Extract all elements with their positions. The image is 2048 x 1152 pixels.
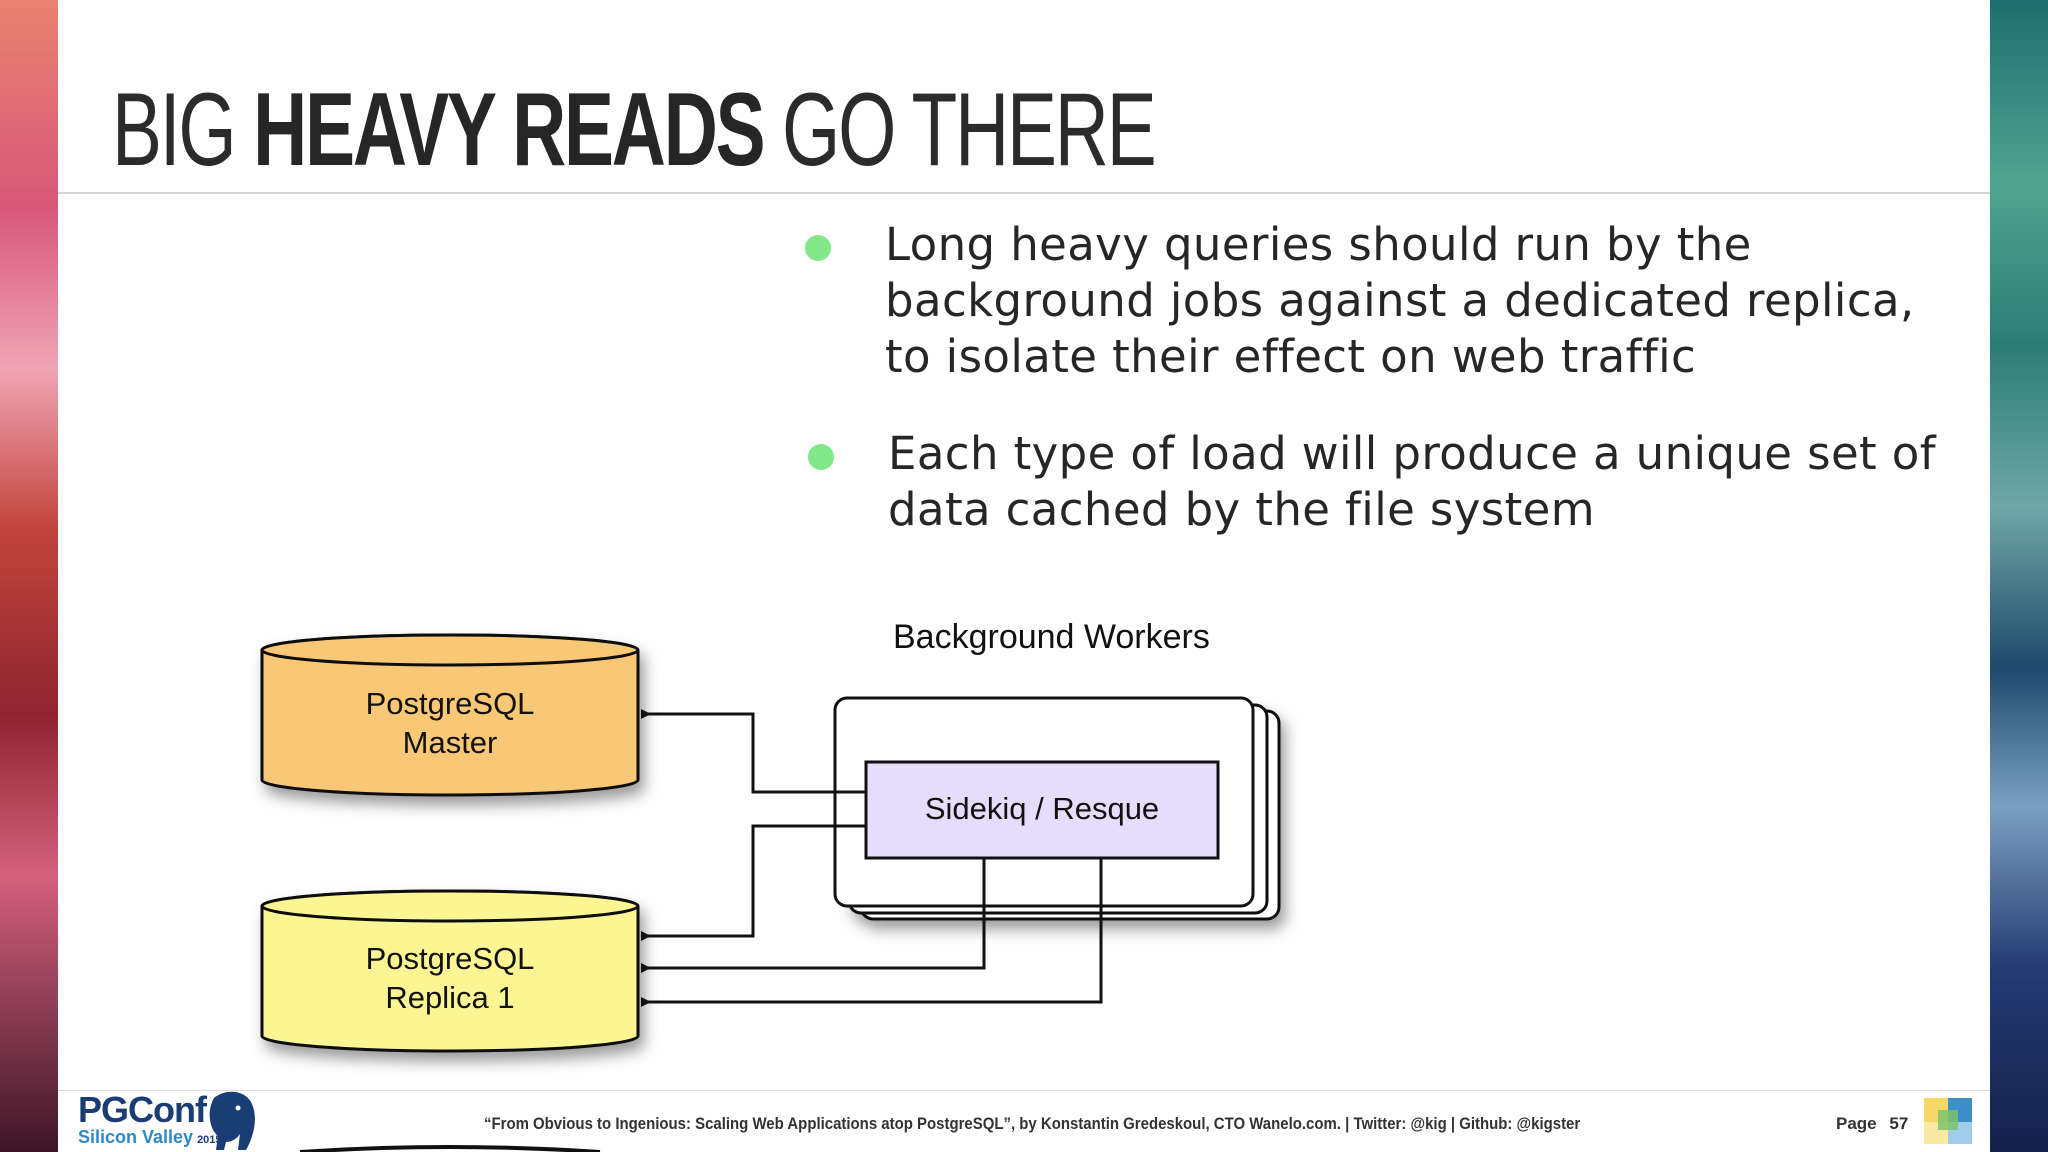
worker-label: Sidekiq / Resque xyxy=(924,791,1160,826)
replica-label-line1: PostgreSQL xyxy=(365,941,535,976)
title-divider xyxy=(58,192,1990,194)
conference-logo-name: PGConf xyxy=(78,1089,207,1130)
bullet-dot-2 xyxy=(808,444,834,470)
title-suffix: GO THERE xyxy=(782,72,1157,188)
title-emphasis: HEAVY READS xyxy=(253,72,765,188)
logo-location: Silicon Valley xyxy=(78,1127,194,1147)
bullet-text-1: Long heavy queries should run by the bac… xyxy=(885,218,1915,383)
group-label: Background Workers xyxy=(893,618,1210,656)
footer-divider xyxy=(58,1090,1990,1091)
master-label-line1: PostgreSQL xyxy=(365,686,535,721)
page-number-value: 57 xyxy=(1889,1114,1909,1133)
logo-year: 2015 xyxy=(197,1134,222,1146)
slide-title: BIG HEAVY READS GO THERE xyxy=(112,78,1157,182)
background-edge-right xyxy=(1990,0,2048,1152)
title-prefix: BIG xyxy=(112,72,237,188)
master-label: PostgreSQL Master xyxy=(260,684,640,762)
bullet-dot-1 xyxy=(805,235,831,261)
master-label-line2: Master xyxy=(402,725,498,760)
bullet-text-2: Each type of load will produce a unique … xyxy=(888,427,1936,536)
background-edge-left xyxy=(0,0,58,1152)
footer-credit: “From Obvious to Ingenious: Scaling Web … xyxy=(484,1114,1581,1133)
replica-label-line2: Replica 1 xyxy=(385,980,515,1015)
page-number: Page 57 xyxy=(1836,1114,1908,1134)
page-label-text: Page xyxy=(1836,1114,1877,1133)
replica-label: PostgreSQL Replica 1 xyxy=(260,939,640,1017)
